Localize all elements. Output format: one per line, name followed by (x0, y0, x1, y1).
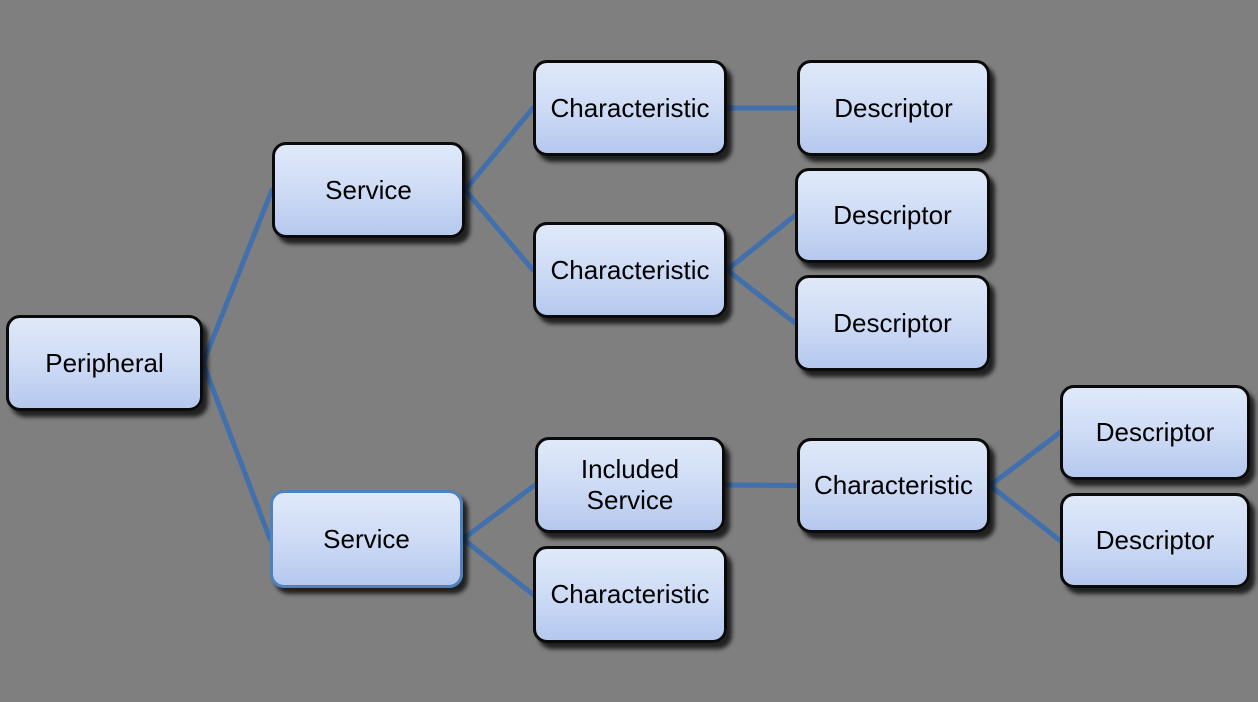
connector-included-service-to-characteristic-4 (722, 482, 800, 488)
node-service-1: Service (272, 142, 465, 238)
node-label: Descriptor (834, 92, 953, 123)
node-included-service: Included Service (535, 437, 725, 533)
node-descriptor-2: Descriptor (795, 168, 990, 263)
connector-service-1-to-characteristic-1 (462, 105, 536, 193)
node-characteristic-3: Characteristic (533, 546, 727, 643)
node-characteristic-2: Characteristic (533, 222, 727, 318)
node-label: Characteristic (550, 254, 710, 285)
node-descriptor-3: Descriptor (795, 275, 990, 371)
node-label: Descriptor (1095, 417, 1215, 448)
connector-characteristic-4-to-descriptor-4 (987, 430, 1063, 488)
node-service-2: Service (270, 490, 463, 588)
connector-service-2-to-included-service (460, 482, 538, 542)
node-label: Service (323, 523, 410, 554)
node-label: Included Service (580, 454, 680, 515)
node-characteristic-1: Characteristic (533, 60, 727, 156)
connector-service-2-to-characteristic-3 (460, 536, 536, 597)
node-label: Characteristic (550, 92, 710, 123)
node-descriptor-5: Descriptor (1060, 493, 1250, 588)
node-peripheral: Peripheral (6, 315, 203, 411)
connector-characteristic-2-to-descriptor-2 (724, 213, 798, 273)
node-label: Descriptor (1095, 525, 1215, 556)
node-characteristic-4: Characteristic (797, 438, 990, 533)
node-label: Descriptor (833, 307, 952, 338)
connector-peripheral-to-service-1 (200, 187, 275, 366)
connector-characteristic-2-to-descriptor-3 (724, 267, 798, 326)
node-label: Descriptor (833, 200, 952, 231)
connector-peripheral-to-service-2 (200, 360, 273, 542)
node-descriptor-4: Descriptor (1060, 385, 1250, 480)
connector-characteristic-4-to-descriptor-5 (987, 483, 1063, 543)
node-label: Characteristic (550, 579, 710, 610)
node-descriptor-1: Descriptor (797, 60, 990, 156)
node-label: Service (325, 174, 412, 205)
node-label: Peripheral (45, 347, 164, 378)
node-label: Characteristic (814, 470, 973, 501)
connector-service-1-to-characteristic-2 (462, 187, 536, 273)
